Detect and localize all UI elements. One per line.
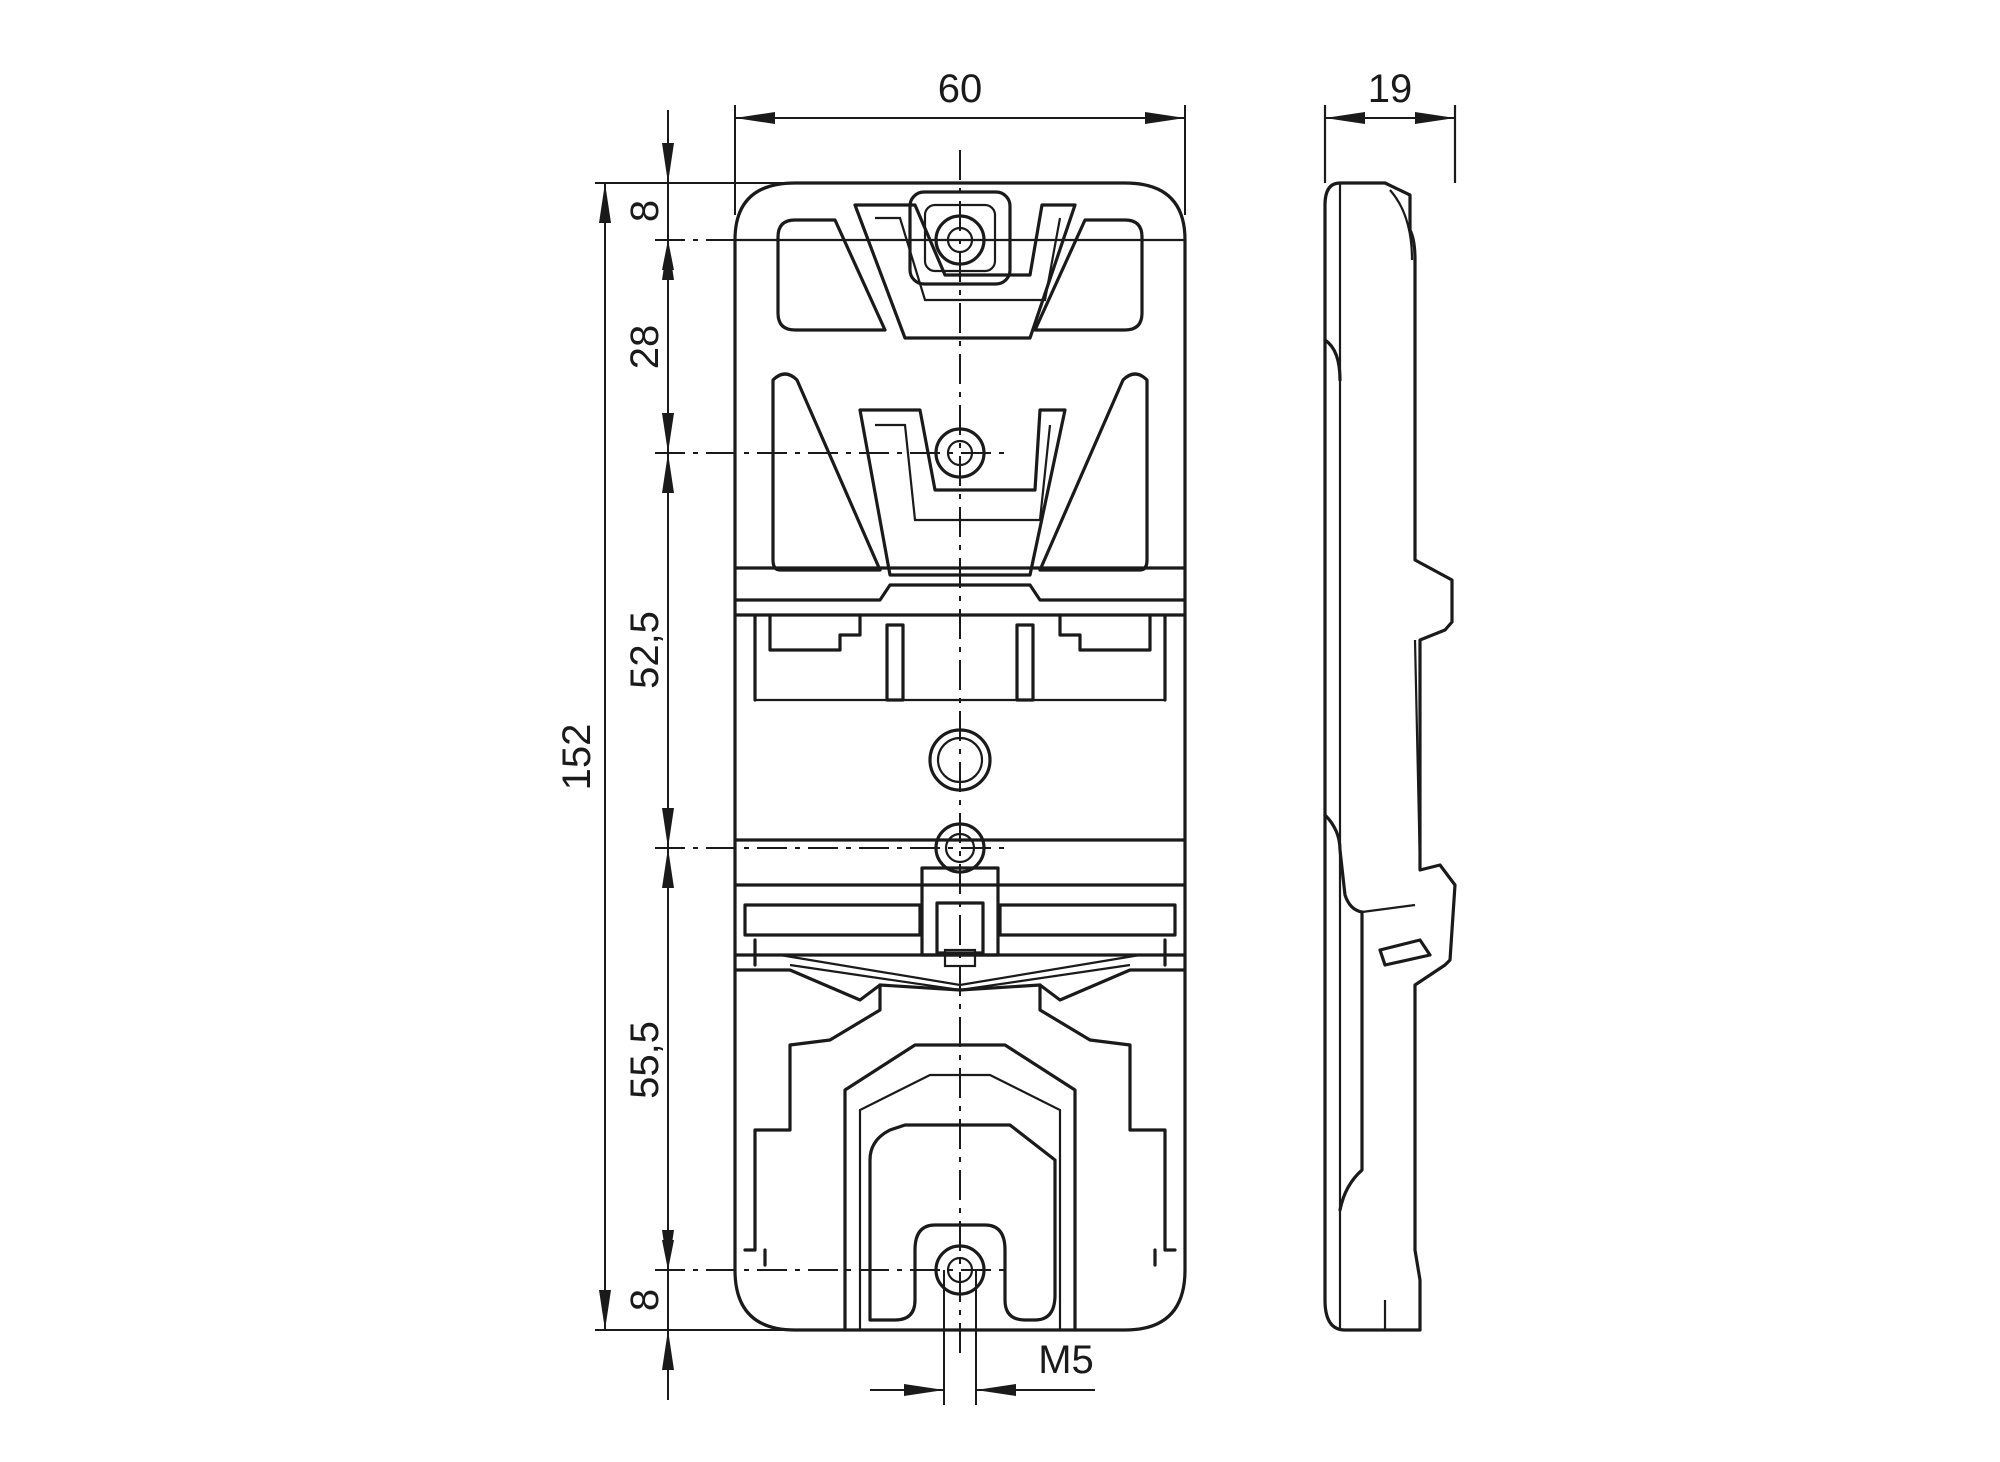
dim-thread: M5 xyxy=(1038,1338,1094,1382)
dimensions: 60 19 152 8 28 52,5 55,5 xyxy=(555,67,1455,1405)
dim-seg-bottom: 8 xyxy=(623,1289,667,1311)
hole-centerlines xyxy=(655,239,1010,1271)
dim-seg-upper: 28 xyxy=(623,325,667,370)
side-profile xyxy=(1323,181,1457,1332)
dim-seg-top: 8 xyxy=(623,200,667,222)
dim-depth: 19 xyxy=(1368,67,1413,111)
dim-width: 60 xyxy=(938,67,983,111)
dim-total-height: 152 xyxy=(555,724,599,791)
plate-outline xyxy=(733,181,1187,1332)
dim-seg-middle: 52,5 xyxy=(623,611,667,689)
front-view xyxy=(733,150,1187,1360)
dim-seg-lower: 55,5 xyxy=(623,1021,667,1099)
side-view xyxy=(1323,105,1457,1332)
